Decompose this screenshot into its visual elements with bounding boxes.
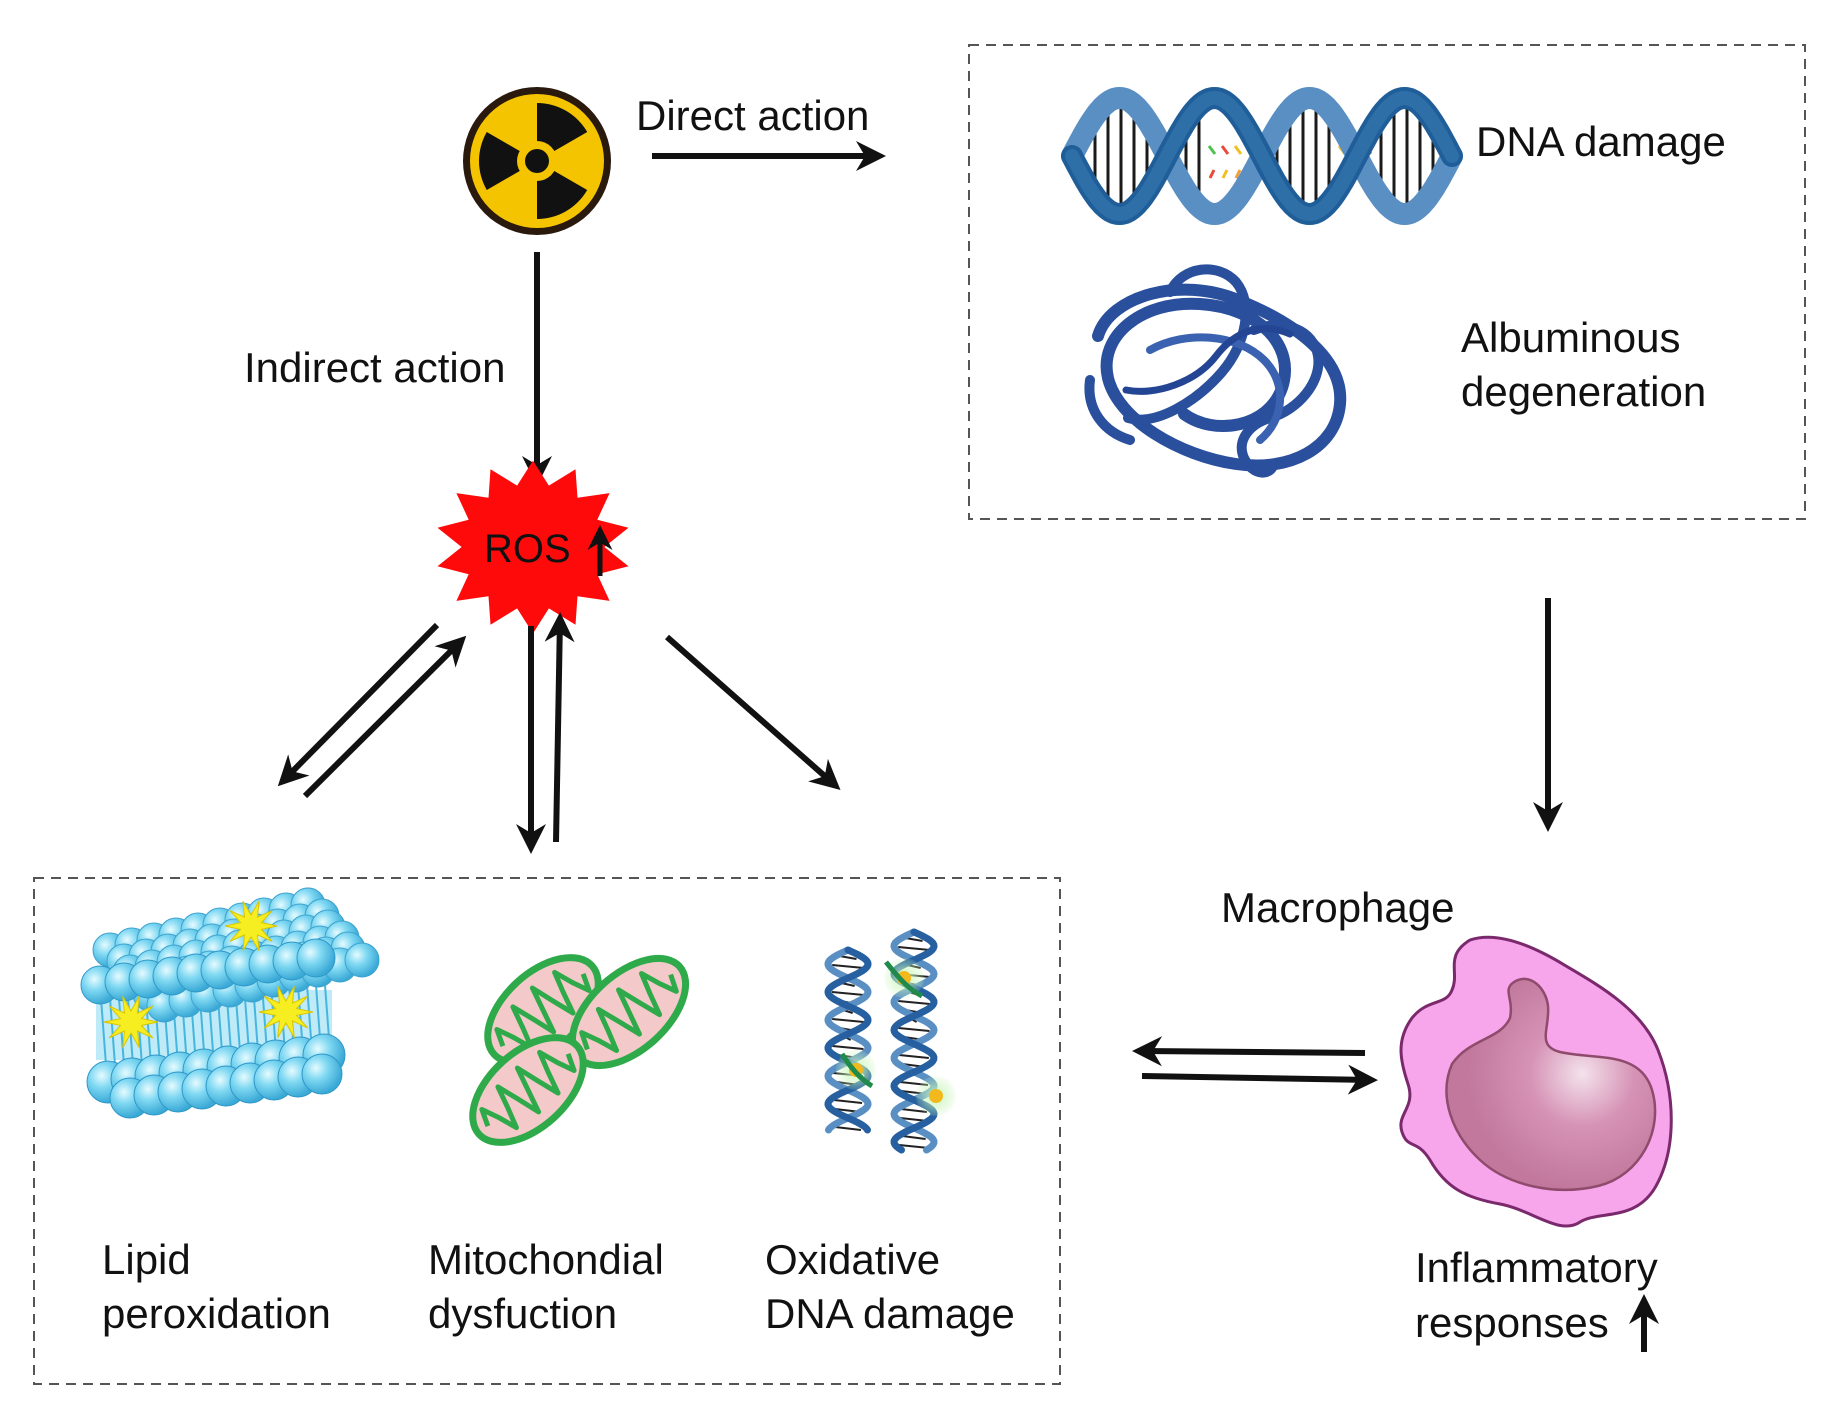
mito-label-1: Mitochondial (428, 1236, 664, 1283)
lipid-bilayer-icon (80, 887, 380, 1119)
dna-damage-label: DNA damage (1476, 118, 1726, 165)
inflammatory-label-2: responses (1415, 1299, 1609, 1346)
oxdna-label-1: Oxidative (765, 1236, 940, 1283)
ros-to-oxdna-arrow (665, 634, 841, 790)
lipid-label-2: peroxidation (102, 1290, 331, 1337)
macrophage-icon (1399, 935, 1673, 1228)
protein-coil-icon (1084, 264, 1347, 478)
macrophage-to-box-arrow (1132, 1036, 1366, 1067)
damage-box-bottom-left (33, 877, 1061, 1385)
lipid-to-ros-arrow (302, 635, 467, 799)
direct-action-label: Direct action (636, 92, 869, 139)
mito-label-2: dysfuction (428, 1290, 617, 1337)
box-to-macrophage-arrow (1141, 1064, 1378, 1095)
oxdna-label-2: DNA damage (765, 1290, 1015, 1337)
mitochondria-icon (469, 954, 690, 1146)
ros-label: ROS (484, 527, 571, 571)
ros-burst-icon (437, 460, 629, 634)
albuminous-label-2: degeneration (1461, 368, 1706, 415)
albuminous-label-1: Albuminous (1461, 314, 1680, 361)
indirect-action-label: Indirect action (244, 344, 505, 391)
dna-helix-icon (1061, 86, 1463, 226)
inflammatory-label-1: Inflammatory (1415, 1244, 1658, 1291)
damage-box-top-right (968, 44, 1806, 520)
radiation-icon (463, 87, 611, 235)
mito-to-ros-arrow (544, 612, 575, 843)
macrophage-label: Macrophage (1221, 884, 1454, 931)
oxidative-dna-icon (824, 928, 956, 1154)
lipid-label-1: Lipid (102, 1236, 191, 1283)
ros-to-lipid-arrow (277, 622, 440, 787)
